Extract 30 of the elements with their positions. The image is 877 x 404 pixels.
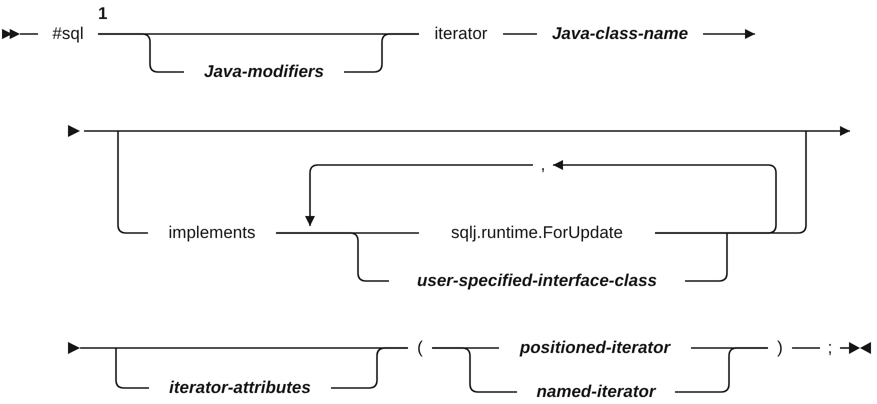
keyword-text: sqlj.runtime.ForUpdate <box>450 222 624 244</box>
placeholder-text: user-specified-interface-class <box>416 270 658 292</box>
keyword-text: ( <box>416 337 424 359</box>
keyword-text: ; <box>826 337 834 359</box>
placeholder-text: named-iterator <box>535 381 658 403</box>
track-line <box>432 347 517 393</box>
track-line <box>703 29 755 39</box>
keyword-text: iterator <box>434 23 488 45</box>
track-line <box>98 33 184 73</box>
placeholder-text: positioned-iterator <box>518 337 672 359</box>
footnote-mark: 1 <box>98 3 108 25</box>
keyword-text: #sql <box>51 23 85 45</box>
keyword-text: implements <box>168 222 256 244</box>
track-line <box>115 348 149 389</box>
track-line <box>503 33 537 35</box>
track-line <box>117 131 148 234</box>
track-line <box>792 347 820 349</box>
track-line <box>344 33 419 73</box>
keyword-text: , <box>540 154 546 176</box>
placeholder-text: Java-class-name <box>550 23 690 45</box>
track-line <box>20 33 38 35</box>
track-line <box>675 347 768 393</box>
placeholder-text: Java-modifiers <box>203 61 325 83</box>
track-line <box>685 233 728 282</box>
keyword-text: ) <box>776 337 784 359</box>
track-line <box>305 164 533 226</box>
track-line <box>331 347 408 389</box>
track-line <box>276 232 389 282</box>
placeholder-text: iterator-attributes <box>168 377 312 399</box>
track-line <box>553 160 777 234</box>
